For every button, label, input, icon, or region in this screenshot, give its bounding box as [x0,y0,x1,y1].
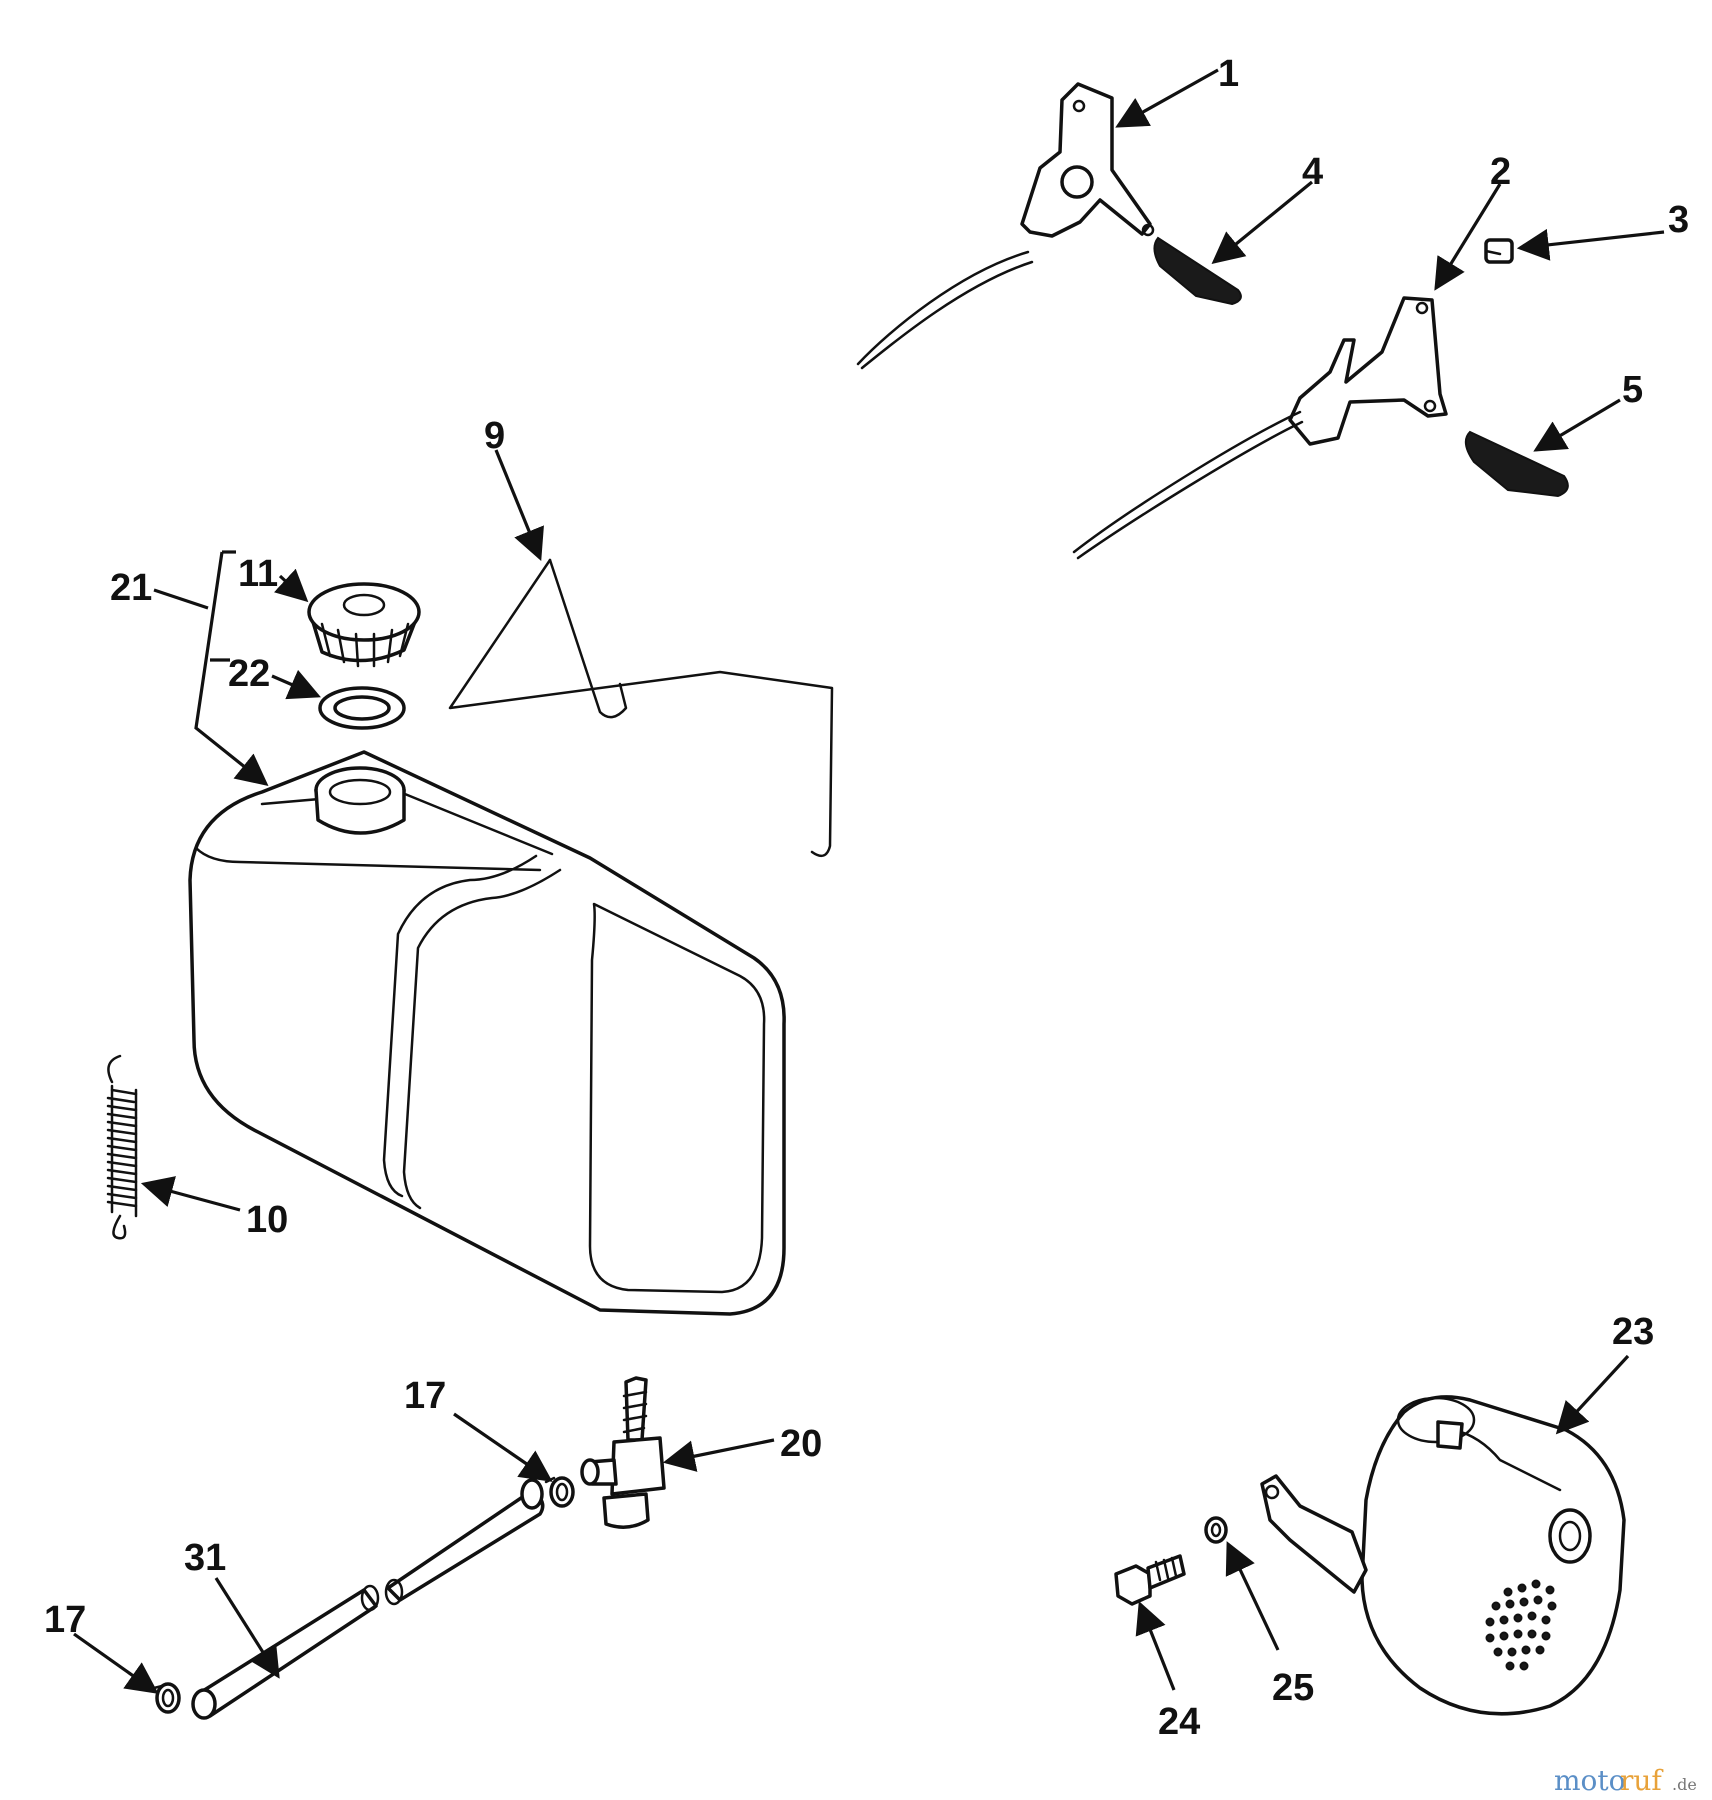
fuel-tank [188,750,786,1316]
muffler [1260,1395,1626,1716]
callout-10: 10 [246,1199,288,1241]
callout-numbers: 1 2 3 4 5 9 10 11 17 17 20 21 22 23 24 2… [44,53,1689,1743]
lock-washer [1204,1516,1228,1544]
callout-20: 20 [780,1423,822,1465]
choke-knob [1464,430,1569,498]
callout-17-upper: 17 [404,1375,446,1417]
callout-22: 22 [228,653,270,695]
watermark-part2: ruf [1620,1764,1664,1797]
callout-17-lower: 17 [44,1599,86,1641]
watermark: moto ruf .de [1554,1764,1697,1797]
bolt [1114,1554,1186,1606]
throttle-bracket [856,82,1155,370]
callout-2: 2 [1490,151,1511,193]
screw [1484,238,1514,264]
callout-1: 1 [1218,53,1239,95]
callout-11: 11 [238,553,278,595]
fuel-cap [307,582,421,668]
hose-clamp [544,1476,575,1508]
tension-spring [106,1054,138,1240]
hose-clamp [152,1682,181,1714]
callout-21: 21 [110,567,152,609]
callout-31: 31 [184,1537,226,1579]
callout-5: 5 [1622,369,1643,411]
fuel-shutoff-valve [580,1376,666,1529]
callout-4: 4 [1302,151,1323,193]
callout-24: 24 [1158,1701,1200,1743]
choke-bracket [1072,296,1448,560]
fuel-tank-strap [448,558,834,858]
leader-lines [73,68,1665,1694]
callout-3: 3 [1668,199,1689,241]
muffler-vent-holes [1485,1579,1557,1671]
watermark-suffix: .de [1672,1775,1697,1794]
callout-25: 25 [1272,1667,1314,1709]
cap-gasket [318,686,406,730]
fuel-line [191,1478,545,1720]
watermark-part1: moto [1554,1764,1626,1797]
callout-23: 23 [1612,1311,1654,1353]
throttle-knob [1153,236,1242,306]
callout-9: 9 [484,415,505,457]
